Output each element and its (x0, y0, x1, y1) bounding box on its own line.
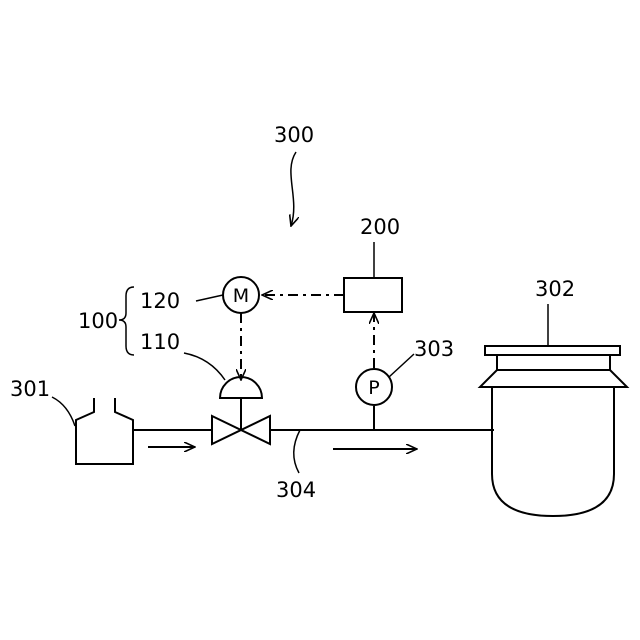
source-tank (76, 398, 133, 464)
system-pointer-arrow (291, 152, 296, 226)
pressure-sensor-symbol: P (368, 377, 379, 399)
motor-leader (196, 295, 223, 301)
label-110: 110 (140, 330, 180, 354)
group-bracket (119, 287, 134, 355)
reactor-vessel (492, 387, 614, 516)
label-304: 304 (276, 478, 316, 502)
controller-box (344, 278, 402, 312)
actuator-leader (184, 353, 225, 380)
label-303: 303 (414, 337, 454, 361)
reactor-flange (480, 370, 627, 387)
pipe-leader (294, 430, 300, 473)
tank-leader (52, 397, 75, 426)
label-100: 100 (78, 309, 118, 333)
reactor-neck (497, 355, 610, 370)
motor-symbol: M (233, 285, 249, 307)
label-302: 302 (535, 277, 575, 301)
sensor-leader (389, 354, 414, 377)
label-120: 120 (140, 289, 180, 313)
actuator-dome (220, 377, 262, 398)
label-200: 200 (360, 215, 400, 239)
label-301: 301 (10, 377, 50, 401)
reactor-lid (485, 346, 620, 355)
label-300: 300 (274, 123, 314, 147)
